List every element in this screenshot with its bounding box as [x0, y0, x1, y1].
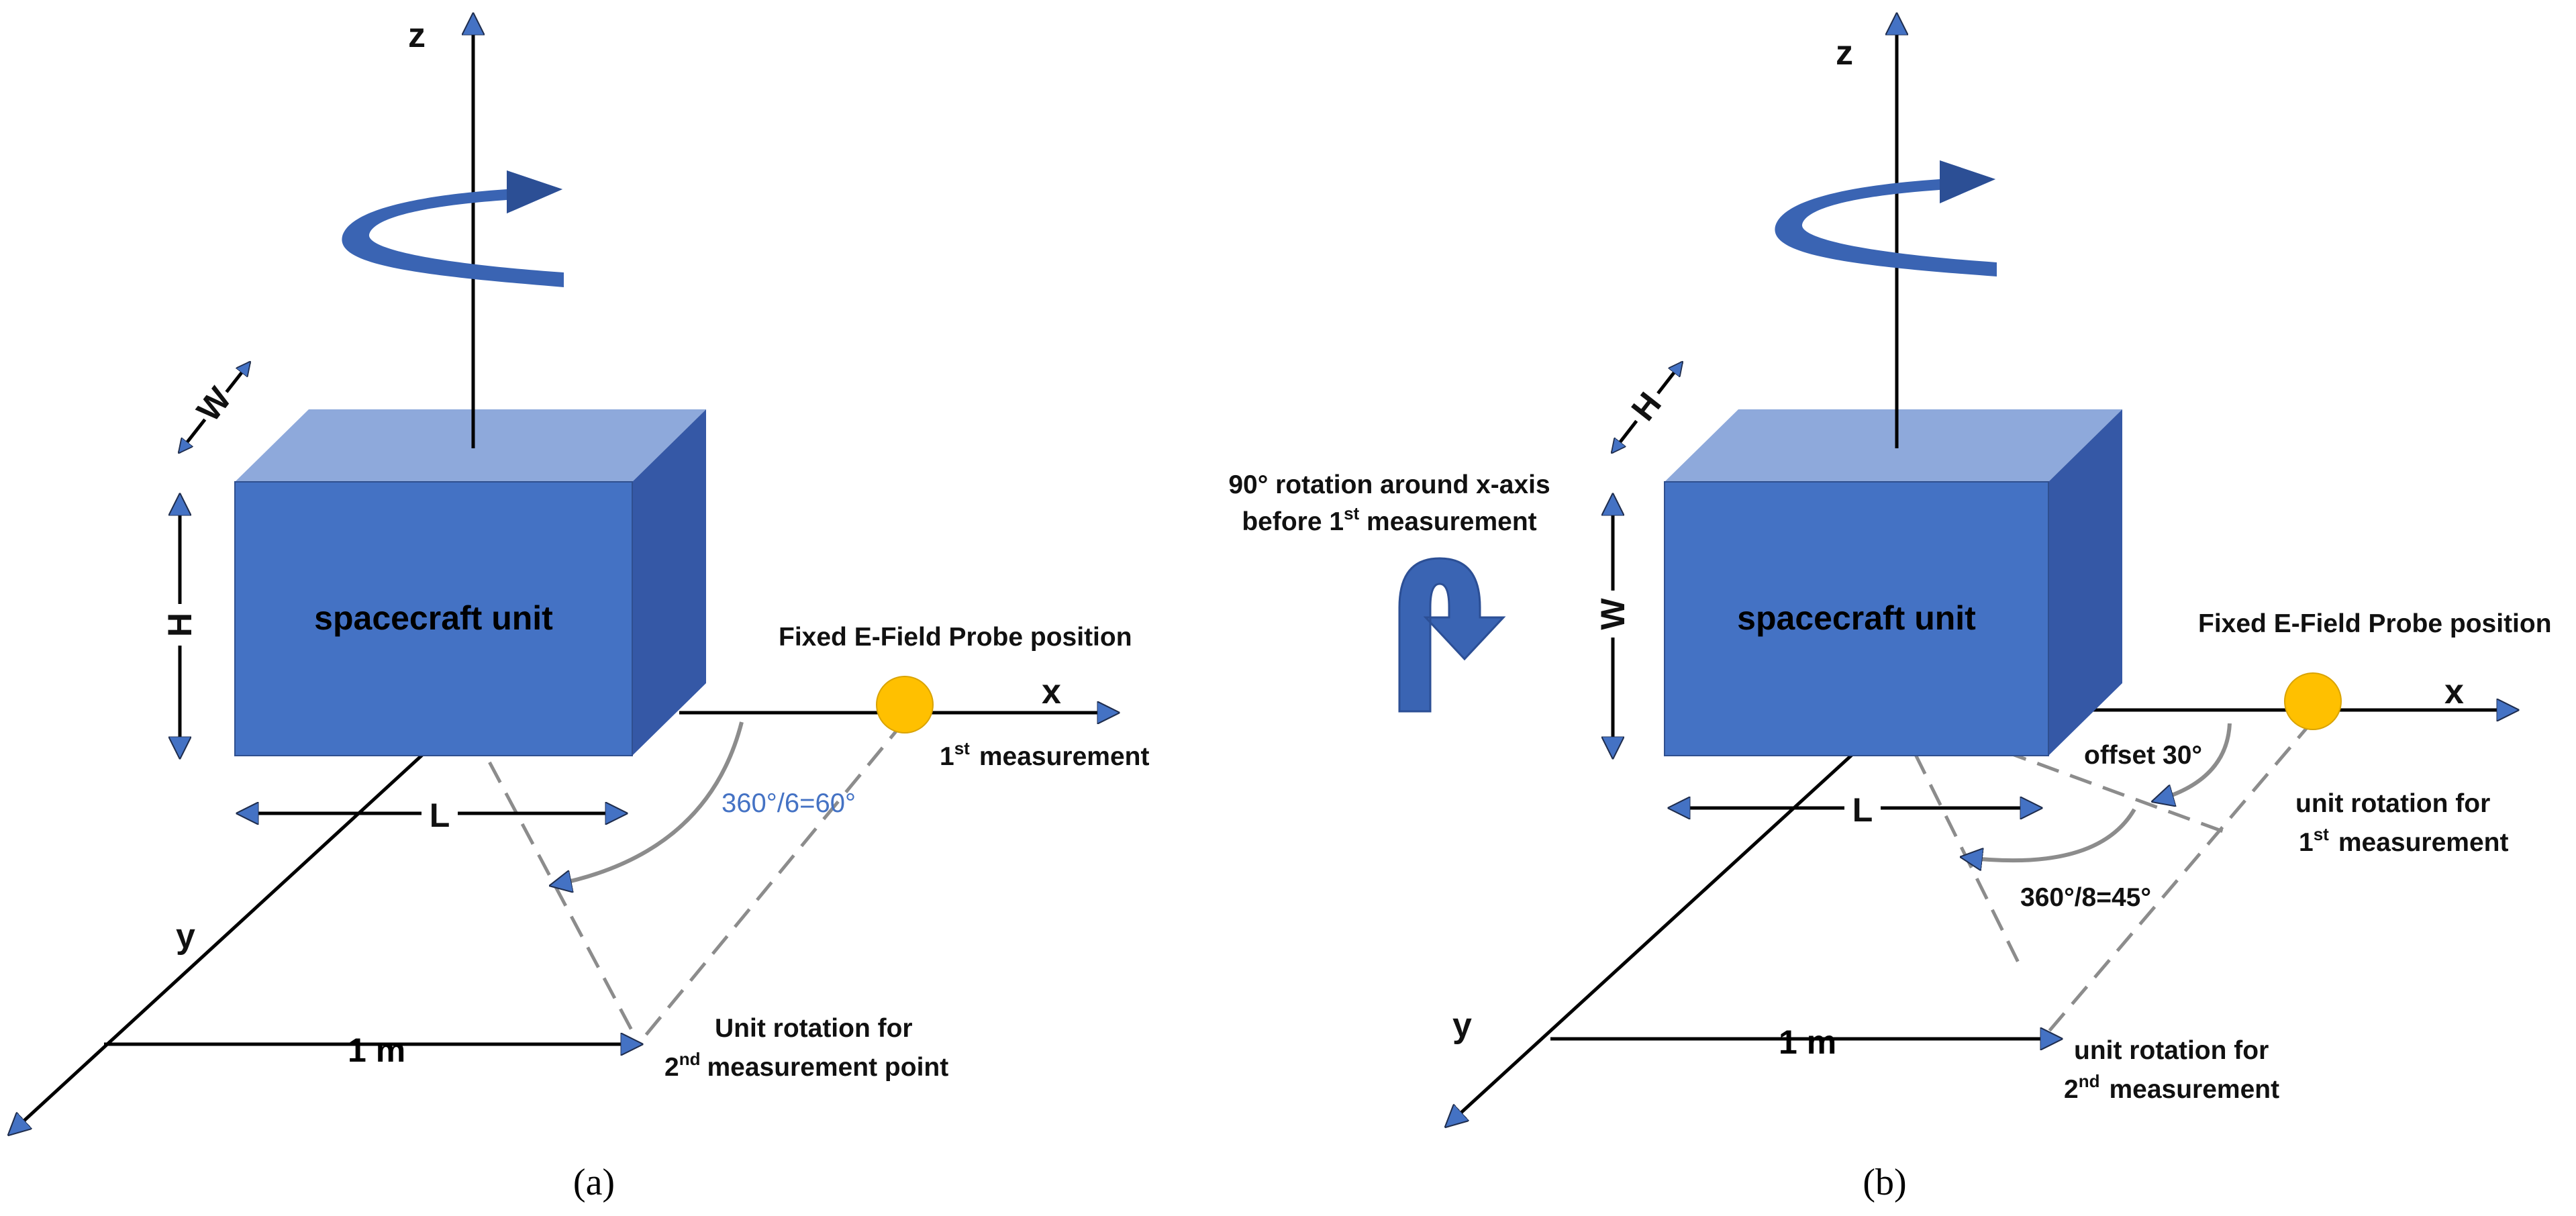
cube-side-a	[632, 409, 706, 756]
offset-label-b: offset 30°	[2084, 741, 2202, 770]
first-measurement-line1-b: unit rotation for	[2295, 789, 2490, 818]
dashed-radius-b	[1897, 721, 2022, 968]
rotation-arrow-icon	[342, 170, 564, 287]
x-axis-label-a: x	[1042, 672, 1061, 711]
cube-side-b	[2048, 409, 2122, 756]
y-axis-label-b: y	[1452, 1006, 1472, 1045]
panel-a: y 1 m 360°/6=60° x spacecraft unit z W	[9, 15, 1149, 1203]
l-dimension-label-b: L	[1852, 791, 1873, 829]
offset-arc-b	[2158, 723, 2232, 800]
unit-label-a: spacecraft unit	[314, 599, 553, 637]
probe-label-b: Fixed E-Field Probe position	[2198, 609, 2552, 638]
second-measurement-line1-b: unit rotation for	[2074, 1036, 2269, 1065]
cube-front-a	[234, 481, 633, 756]
probe-label-a: Fixed E-Field Probe position	[779, 623, 1132, 652]
angle-arc-a	[556, 721, 744, 884]
cube-front-b	[1664, 481, 2049, 756]
w-dimension-label-b: W	[1594, 598, 1632, 630]
dashed-offset-b	[1905, 713, 2233, 837]
caption-a: (a)	[573, 1162, 615, 1203]
pre-rotation-line2: before 1st measurement	[1242, 503, 1536, 536]
rotation-arrow-icon	[1775, 160, 1997, 276]
dashed-radius-a	[471, 730, 638, 1040]
distance-label-a: 1 m	[348, 1031, 405, 1069]
x-axis-label-b: x	[2444, 672, 2464, 711]
y-axis-b	[1446, 747, 1861, 1126]
dashed-probe-to-second-a	[643, 719, 906, 1038]
h-dimension-label-a: H	[161, 613, 199, 637]
probe-marker-icon	[2284, 672, 2342, 730]
cube-top-a	[235, 409, 706, 482]
caption-b: (b)	[1863, 1162, 1906, 1203]
angle-label-b: 360°/8=45°	[2020, 883, 2151, 912]
l-dimension-label-a: L	[430, 797, 450, 834]
angle-label-a: 360°/6=60°	[722, 789, 856, 818]
probe-marker-icon	[876, 676, 934, 733]
y-axis-label-a: y	[176, 917, 195, 956]
z-axis-label-b: z	[1836, 34, 1853, 72]
h-dimension-label-b: H	[1624, 385, 1669, 427]
z-axis-label-a: z	[408, 16, 426, 55]
unit-label-b: spacecraft unit	[1737, 599, 1976, 637]
pre-rotation-line1: 90° rotation around x-axis	[1228, 470, 1550, 499]
second-measurement-line1-a: Unit rotation for	[715, 1014, 913, 1043]
u-turn-arrow-icon	[1398, 557, 1506, 713]
distance-label-b: 1 m	[1779, 1023, 1836, 1061]
y-axis-a	[9, 747, 431, 1134]
angle-arc-b	[1967, 808, 2136, 860]
cube-top-b	[1665, 409, 2122, 482]
panel-b: y 1 m offset 30° 360°/8=45° x spacecraft…	[1446, 15, 2552, 1203]
pre-rotation-note: 90° rotation around x-axis before 1st me…	[1228, 470, 1550, 713]
